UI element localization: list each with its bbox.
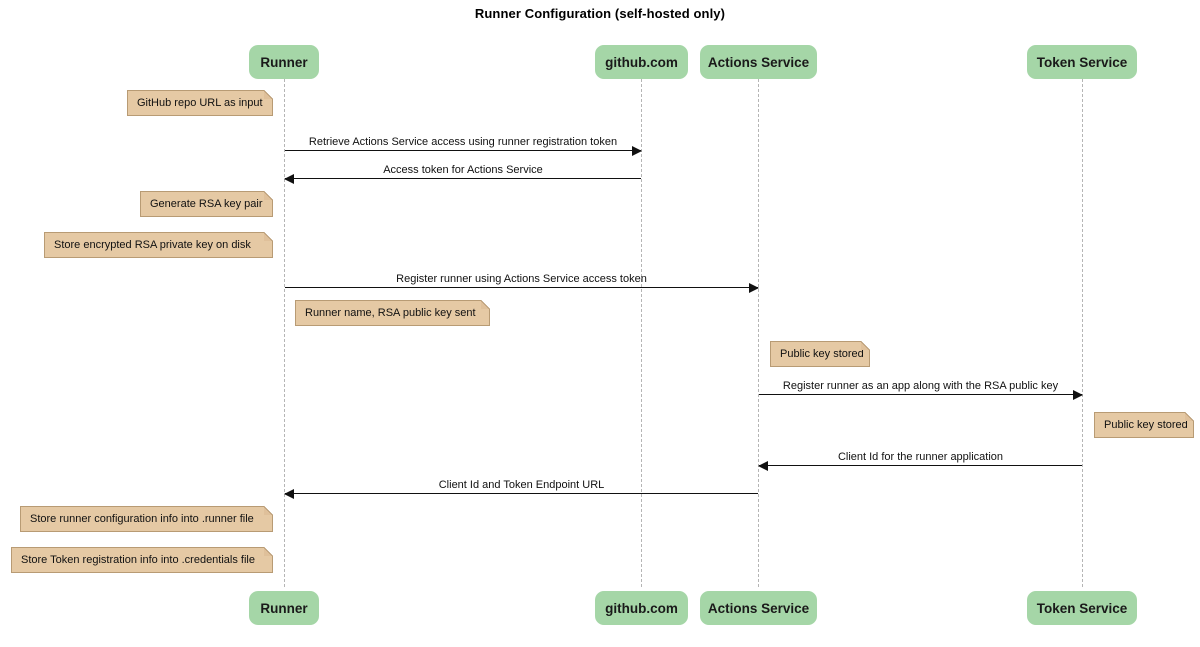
participant-token-top[interactable]: Token Service [1027,45,1137,79]
note-fold-corner [264,90,273,99]
participant-runner-bottom[interactable]: Runner [249,591,319,625]
participant-github-top[interactable]: github.com [595,45,688,79]
participant-label: Actions Service [707,600,810,616]
note-text: GitHub repo URL as input [137,97,263,109]
arrowhead-left-icon [284,488,294,499]
note-text: Store Token registration info into .cred… [21,554,255,566]
note-generate-rsa-key-pair: Generate RSA key pair [140,191,273,217]
arrowhead-right-icon [749,282,759,293]
note-fold-corner [264,547,273,556]
note-store-encrypted-rsa-private-key: Store encrypted RSA private key on disk [44,232,273,258]
note-runner-name-rsa-public-key: Runner name, RSA public key sent [295,300,490,326]
message-label: Access token for Actions Service [383,164,543,176]
participant-runner-top[interactable]: Runner [249,45,319,79]
message-line [759,465,1082,466]
participant-actions-top[interactable]: Actions Service [700,45,817,79]
message-label: Client Id for the runner application [837,451,1004,463]
message-label: Register runner as an app along with the… [782,380,1059,392]
note-store-token-registration: Store Token registration info into .cred… [11,547,273,573]
message-client-id-for-runner-app[interactable]: Client Id for the runner application [758,451,1082,471]
note-text: Store encrypted RSA private key on disk [54,239,251,251]
message-line [285,287,758,288]
note-fold-corner [1185,412,1194,421]
participant-label: Token Service [1036,54,1128,70]
arrowhead-left-icon [284,173,294,184]
note-text: Store runner configuration info into .ru… [30,513,254,525]
participant-label: Runner [260,54,308,70]
participant-label: github.com [605,54,678,70]
note-text: Public key stored [1104,419,1188,431]
message-client-id-and-token-endpoint[interactable]: Client Id and Token Endpoint URL [284,479,758,499]
note-store-runner-configuration: Store runner configuration info into .ru… [20,506,273,532]
diagram-title: Runner Configuration (self-hosted only) [474,6,726,21]
note-fold-corner [861,341,870,350]
lifeline-token [1082,79,1083,587]
lifeline-github [641,79,642,587]
note-fold-corner [264,232,273,241]
arrowhead-right-icon [1073,389,1083,400]
message-line [285,150,641,151]
participant-actions-bottom[interactable]: Actions Service [700,591,817,625]
arrowhead-left-icon [758,460,768,471]
note-text: Generate RSA key pair [150,198,263,210]
note-github-repo-url: GitHub repo URL as input [127,90,273,116]
lifeline-actions [758,79,759,587]
participant-label: Token Service [1036,600,1128,616]
participant-label: Actions Service [707,54,810,70]
message-label: Retrieve Actions Service access using ru… [308,136,618,148]
participant-label: Runner [260,600,308,616]
note-text: Runner name, RSA public key sent [305,307,476,319]
message-register-runner[interactable]: Register runner using Actions Service ac… [285,273,759,293]
participant-github-bottom[interactable]: github.com [595,591,688,625]
arrowhead-right-icon [632,145,642,156]
note-public-key-stored-actions: Public key stored [770,341,870,367]
participant-token-bottom[interactable]: Token Service [1027,591,1137,625]
message-retrieve-actions-access[interactable]: Retrieve Actions Service access using ru… [285,136,642,156]
message-line [285,178,641,179]
lifeline-runner [284,79,285,587]
message-access-token-for-actions[interactable]: Access token for Actions Service [284,164,641,184]
note-public-key-stored-token: Public key stored [1094,412,1194,438]
note-fold-corner [481,300,490,309]
message-label: Register runner using Actions Service ac… [396,273,647,285]
note-fold-corner [264,191,273,200]
message-line [285,493,758,494]
note-text: Public key stored [780,348,864,360]
participant-label: github.com [605,600,678,616]
message-label: Client Id and Token Endpoint URL [438,479,605,491]
message-line [759,394,1082,395]
message-register-runner-as-app[interactable]: Register runner as an app along with the… [759,380,1083,400]
note-fold-corner [264,506,273,515]
